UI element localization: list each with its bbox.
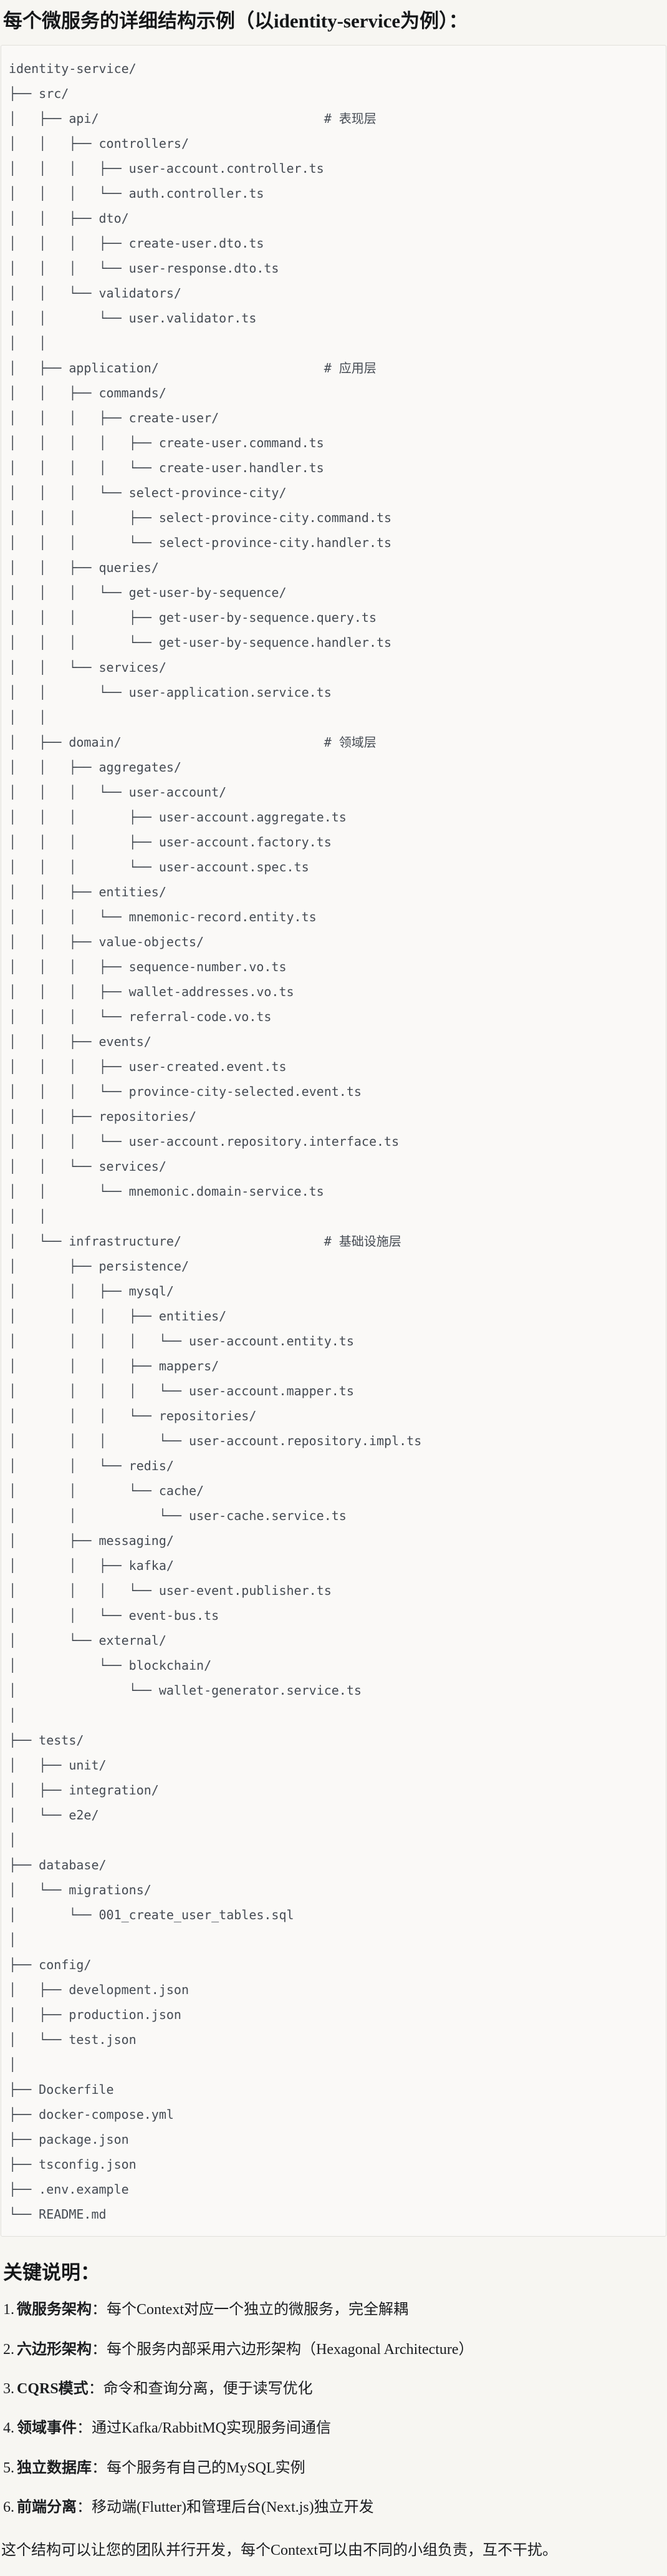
note-text: ：每个Context对应一个独立的微服务，完全解耦 [92, 2302, 408, 2318]
note-item: 4.领域事件：通过Kafka/RabbitMQ实现服务间通信 [3, 2418, 663, 2438]
notes-list: 1.微服务架构：每个Context对应一个独立的微服务，完全解耦 2.六边形架构… [0, 2300, 667, 2517]
note-label: 微服务架构 [17, 2302, 92, 2318]
note-text: ：命令和查询分离，便于读写优化 [88, 2381, 313, 2398]
note-label: CQRS模式 [17, 2381, 89, 2398]
note-number: 5. [3, 2459, 14, 2476]
closing-paragraph: 这个结构可以让您的团队并行开发，每个Context可以由不同的小组负责，互不干扰… [1, 2542, 557, 2559]
note-number: 4. [3, 2420, 14, 2437]
notes-heading: 关键说明： [3, 2262, 100, 2284]
note-item: 5.独立数据库：每个服务有自己的MySQL实例 [3, 2458, 663, 2478]
note-label: 六边形架构 [17, 2341, 92, 2358]
page-title: 每个微服务的详细结构示例（以identity-service为例）： [3, 10, 468, 32]
note-number: 1. [3, 2302, 14, 2318]
note-text: ：通过Kafka/RabbitMQ实现服务间通信 [77, 2420, 331, 2437]
note-item: 1.微服务架构：每个Context对应一个独立的微服务，完全解耦 [3, 2300, 663, 2320]
note-label: 独立数据库 [17, 2459, 92, 2476]
note-item: 2.六边形架构：每个服务内部采用六边形架构（Hexagonal Architec… [3, 2340, 663, 2360]
note-item: 6.前端分离：移动端(Flutter)和管理后台(Next.js)独立开发 [3, 2497, 663, 2517]
note-number: 2. [3, 2341, 14, 2358]
note-text: ：移动端(Flutter)和管理后台(Next.js)独立开发 [77, 2499, 374, 2516]
note-number: 3. [3, 2381, 14, 2398]
directory-tree-code-block: identity-service/ ├── src/ │ ├── api/ # … [1, 45, 666, 2237]
note-item: 3.CQRS模式：命令和查询分离，便于读写优化 [3, 2379, 663, 2399]
note-label: 前端分离 [17, 2499, 77, 2516]
note-text: ：每个服务有自己的MySQL实例 [92, 2459, 305, 2476]
note-number: 6. [3, 2499, 14, 2516]
note-text: ：每个服务内部采用六边形架构（Hexagonal Architecture） [92, 2341, 474, 2358]
note-label: 领域事件 [17, 2420, 77, 2437]
